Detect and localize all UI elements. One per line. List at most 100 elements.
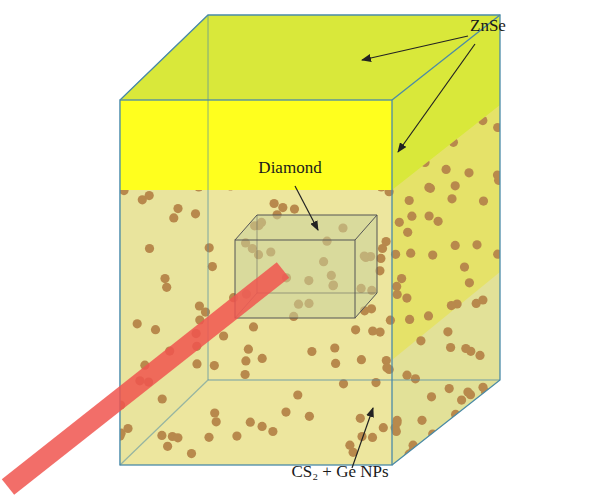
nanoparticle <box>169 213 178 222</box>
nanoparticles <box>115 96 503 468</box>
laser-beam <box>8 270 283 487</box>
nanoparticle <box>447 301 456 310</box>
nanoparticle <box>392 282 401 291</box>
nanoparticle <box>462 427 471 436</box>
nanoparticle <box>401 105 410 114</box>
nanoparticle <box>205 243 214 252</box>
liquid <box>120 105 500 465</box>
nanoparticle <box>442 165 451 174</box>
nanoparticle <box>451 181 460 190</box>
nanoparticle <box>305 107 314 116</box>
nanoparticle <box>367 304 376 313</box>
nanoparticle <box>402 294 411 303</box>
nanoparticle <box>463 388 472 397</box>
nanoparticle <box>472 240 481 249</box>
nanoparticle <box>181 173 190 182</box>
nanoparticle <box>192 359 201 368</box>
nanoparticle <box>210 408 219 417</box>
nanoparticle <box>356 414 365 423</box>
nanoparticle <box>457 396 466 405</box>
nanoparticle <box>130 145 139 154</box>
nanoparticle <box>419 133 428 142</box>
nanoparticle <box>368 433 377 442</box>
nanoparticle <box>208 262 217 271</box>
nanoparticle <box>174 124 183 133</box>
nanoparticle <box>493 444 502 453</box>
nanoparticle <box>452 421 461 430</box>
nanoparticle <box>381 115 390 124</box>
nanoparticle <box>136 112 145 121</box>
nanoparticle <box>427 392 436 401</box>
nanoparticle <box>377 182 386 191</box>
nanoparticle <box>493 123 502 132</box>
nanoparticle <box>173 433 182 442</box>
material-label: CS₂ + Ge NPs <box>291 463 388 482</box>
nanoparticle <box>191 106 200 115</box>
nanoparticle <box>443 327 452 336</box>
nanoparticle <box>163 442 172 451</box>
nanoparticle <box>397 274 406 283</box>
nanoparticle <box>434 217 443 226</box>
nanoparticle <box>379 423 388 432</box>
nanoparticle <box>416 336 425 345</box>
nanoparticle <box>226 181 235 190</box>
nanoparticle <box>191 209 200 218</box>
nanoparticle <box>421 134 430 143</box>
nanoparticle <box>249 322 258 331</box>
nanoparticle <box>293 390 302 399</box>
nanoparticle <box>343 132 352 141</box>
nanoparticle <box>219 331 228 340</box>
nanoparticle <box>145 244 154 253</box>
nanoparticle <box>273 129 282 138</box>
nanoparticle <box>298 178 307 187</box>
nanoparticle <box>389 152 398 161</box>
nanoparticle <box>146 135 155 144</box>
nanoparticle <box>281 408 290 417</box>
nanoparticle <box>446 343 455 352</box>
nanoparticle <box>493 250 502 259</box>
nanoparticle <box>210 361 219 370</box>
nanoparticle <box>424 183 433 192</box>
nanoparticle <box>123 424 132 433</box>
nanoparticle <box>461 115 470 124</box>
nanoparticle <box>290 205 299 214</box>
nanoparticle <box>464 168 473 177</box>
nanoparticle <box>460 115 469 124</box>
nanoparticle <box>354 101 363 110</box>
znse-back <box>120 15 500 465</box>
nanoparticle <box>479 197 488 206</box>
nanoparticle <box>420 158 429 167</box>
nanoparticle <box>356 148 365 157</box>
nanoparticle <box>465 278 474 287</box>
nanoparticle <box>270 199 279 208</box>
nanoparticle <box>182 138 191 147</box>
nanoparticle <box>305 412 314 421</box>
nanoparticle <box>422 451 431 460</box>
nanoparticle <box>157 431 166 440</box>
nanoparticle <box>357 355 366 364</box>
nanoparticle <box>128 158 137 167</box>
nanoparticle <box>188 144 197 153</box>
nanoparticle <box>244 345 253 354</box>
nanoparticle <box>478 116 487 125</box>
nanoparticle <box>268 427 277 436</box>
box-edges <box>120 15 500 465</box>
nanoparticle <box>217 177 226 186</box>
material-label: Diamond <box>258 159 321 178</box>
nanoparticle <box>392 427 401 436</box>
nanoparticle <box>339 180 348 189</box>
nanoparticle <box>405 196 414 205</box>
nanoparticle <box>204 433 213 442</box>
nanoparticle <box>232 432 241 441</box>
nanoparticle <box>424 311 433 320</box>
nanoparticle <box>395 218 404 227</box>
nanoparticle <box>330 343 339 352</box>
nanoparticle <box>278 203 287 212</box>
nanoparticle <box>331 359 340 368</box>
nanoparticle <box>162 283 171 292</box>
nanoparticle <box>449 138 458 147</box>
nanoparticle <box>133 319 142 328</box>
nanoparticle <box>393 290 402 299</box>
